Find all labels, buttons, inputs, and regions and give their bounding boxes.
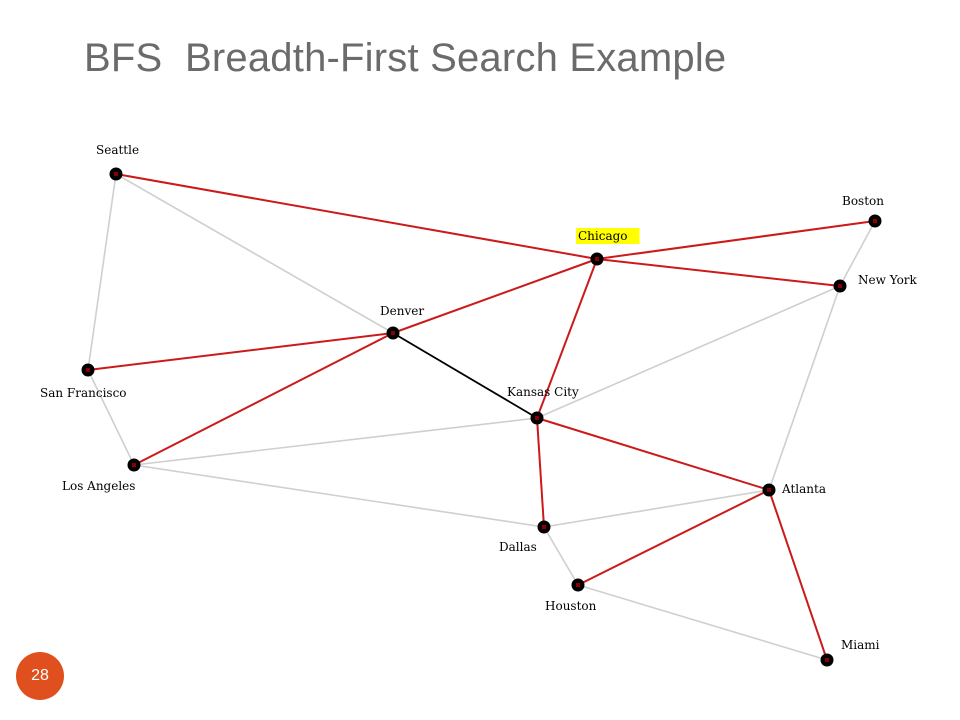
edge-sanfrancisco-losangeles <box>87 369 135 466</box>
label-atlanta: Atlanta <box>781 482 826 496</box>
edge-denver-kansascity <box>392 332 538 419</box>
edge-seattle-chicago <box>115 173 598 260</box>
label-sanfrancisco: San Francisco <box>40 386 127 400</box>
label-dallas: Dallas <box>499 540 537 554</box>
edge-newyork-atlanta <box>768 285 841 491</box>
node-dallas <box>537 520 551 534</box>
edge-chicago-newyork <box>596 258 841 287</box>
edge-houston-miami <box>577 584 828 661</box>
node-sanfrancisco <box>81 363 95 377</box>
node-boston <box>868 214 882 228</box>
label-denver: Denver <box>380 304 424 318</box>
label-losangeles: Los Angeles <box>62 479 135 493</box>
edge-dallas-atlanta <box>543 489 770 528</box>
edge-kansascity-atlanta <box>536 417 770 491</box>
label-newyork: New York <box>858 273 918 287</box>
node-miami <box>820 653 834 667</box>
node-chicago <box>590 252 604 266</box>
label-kansascity: Kansas City <box>507 385 579 399</box>
highlight-layer <box>576 228 640 244</box>
node-newyork <box>833 279 847 293</box>
page-number-badge <box>16 652 64 700</box>
start-node-highlight <box>576 228 640 244</box>
node-denver <box>386 326 400 340</box>
edge-denver-chicago <box>392 258 598 334</box>
edge-dallas-houston <box>543 526 579 586</box>
edge-losangeles-denver <box>133 332 394 466</box>
edge-boston-newyork <box>839 220 876 287</box>
label-houston: Houston <box>545 599 597 613</box>
node-kansascity <box>530 411 544 425</box>
edge-newyork-kansascity <box>536 285 841 419</box>
nodes-layer <box>81 167 882 667</box>
node-seattle <box>109 167 123 181</box>
edge-chicago-kansascity <box>536 258 598 419</box>
label-chicago: Chicago <box>578 229 628 243</box>
label-miami: Miami <box>841 638 880 652</box>
edge-seattle-denver <box>115 173 394 334</box>
edges-layer <box>87 173 876 661</box>
node-houston <box>571 578 585 592</box>
edge-atlanta-miami <box>768 489 828 661</box>
edge-chicago-boston <box>596 220 876 260</box>
node-losangeles <box>127 458 141 472</box>
edge-kansascity-dallas <box>536 417 545 528</box>
label-seattle: Seattle <box>96 143 139 157</box>
edge-atlanta-houston <box>577 489 770 586</box>
page-number: 28 <box>31 667 49 684</box>
node-atlanta <box>762 483 776 497</box>
slide-title: BFS Breadth-First Search Example <box>84 36 727 80</box>
edge-sanfrancisco-denver <box>87 332 394 371</box>
edge-losangeles-dallas <box>133 464 545 528</box>
edge-seattle-sanfrancisco <box>87 173 117 371</box>
label-boston: Boston <box>842 194 884 208</box>
edge-losangeles-kansascity <box>133 417 538 466</box>
